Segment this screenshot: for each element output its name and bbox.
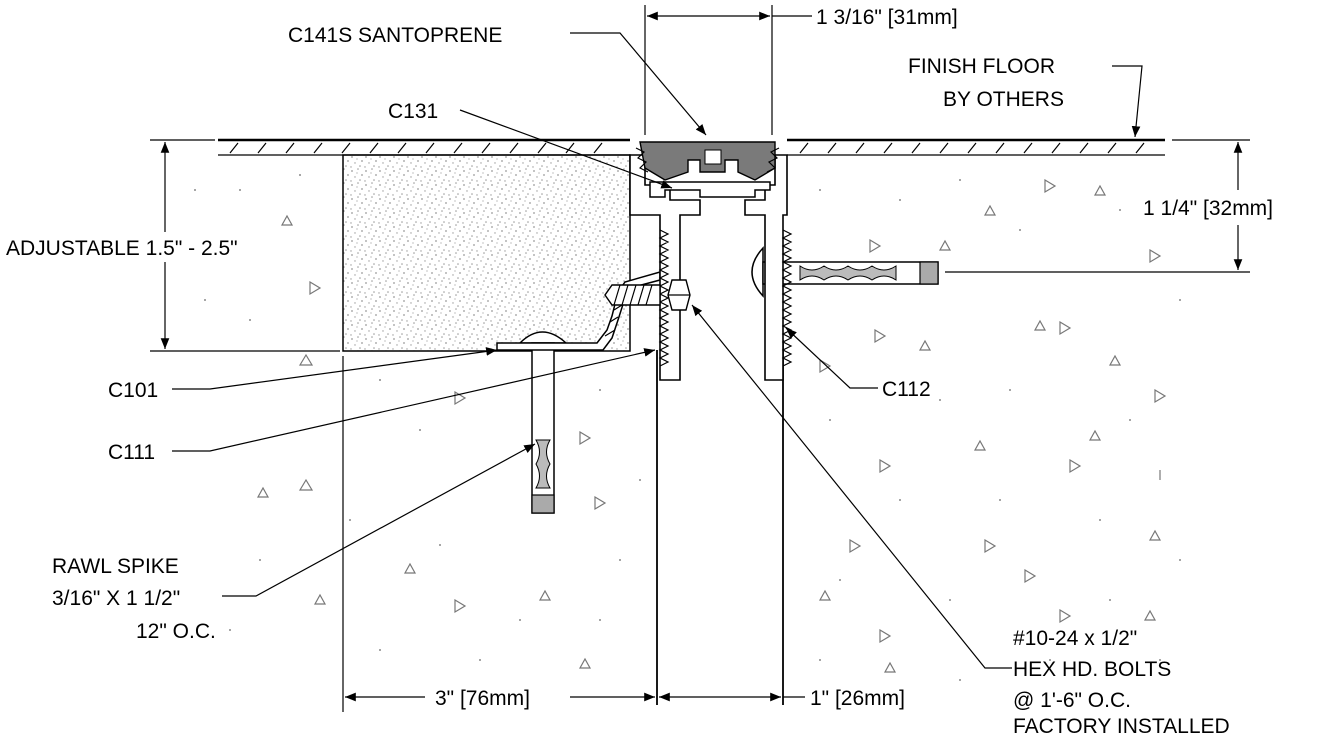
dimension-adjustable	[150, 139, 340, 352]
c112-extrusion	[744, 154, 793, 381]
label-dim-1in: 1" [26mm]	[810, 687, 905, 710]
label-rawl-spike-line1: RAWL SPIKE	[52, 555, 179, 578]
right-anchor	[751, 246, 939, 298]
label-c101: C101	[108, 379, 158, 402]
label-width-top: 1 3/16" [31mm]	[816, 6, 958, 29]
label-c111: C111	[108, 441, 155, 464]
finish-floor	[218, 138, 1165, 156]
grout-block	[342, 154, 631, 352]
label-adjustable: ADJUSTABLE 1.5" - 2.5"	[6, 237, 238, 260]
label-finish-floor-line1: FINISH FLOOR	[908, 55, 1055, 78]
label-finish-floor-line2: BY OTHERS	[943, 88, 1064, 111]
dimension-depth-right	[945, 139, 1250, 273]
label-bolt-line4: FACTORY INSTALLED	[1013, 715, 1230, 738]
label-bolt-line3: @ 1'-6" O.C.	[1013, 689, 1131, 712]
dimension-width-top	[644, 5, 812, 135]
label-depth-right: 1 1/4" [32mm]	[1143, 197, 1273, 220]
label-bolt-line2: HEX HD. BOLTS	[1013, 658, 1171, 681]
label-c141s-santoprene: C141S SANTOPRENE	[288, 24, 502, 47]
label-c112: C112	[882, 378, 931, 401]
hex-bolt	[604, 279, 691, 311]
c131-cover-plate	[649, 181, 771, 198]
c141s-gasket	[635, 141, 780, 181]
label-dim-3in: 3" [76mm]	[435, 687, 530, 710]
label-rawl-spike-line2: 3/16" X 1 1/2"	[52, 587, 180, 610]
leader-lines	[172, 32, 1143, 669]
rawl-spike	[518, 331, 568, 514]
label-rawl-spike-line3: 12" O.C.	[136, 620, 216, 643]
concrete-slabs	[194, 174, 1181, 705]
label-bolt-line1: #10-24 x 1/2"	[1013, 627, 1137, 650]
dimension-bottom	[342, 356, 805, 712]
c111-extrusion	[629, 154, 701, 381]
label-c131: C131	[388, 100, 438, 123]
